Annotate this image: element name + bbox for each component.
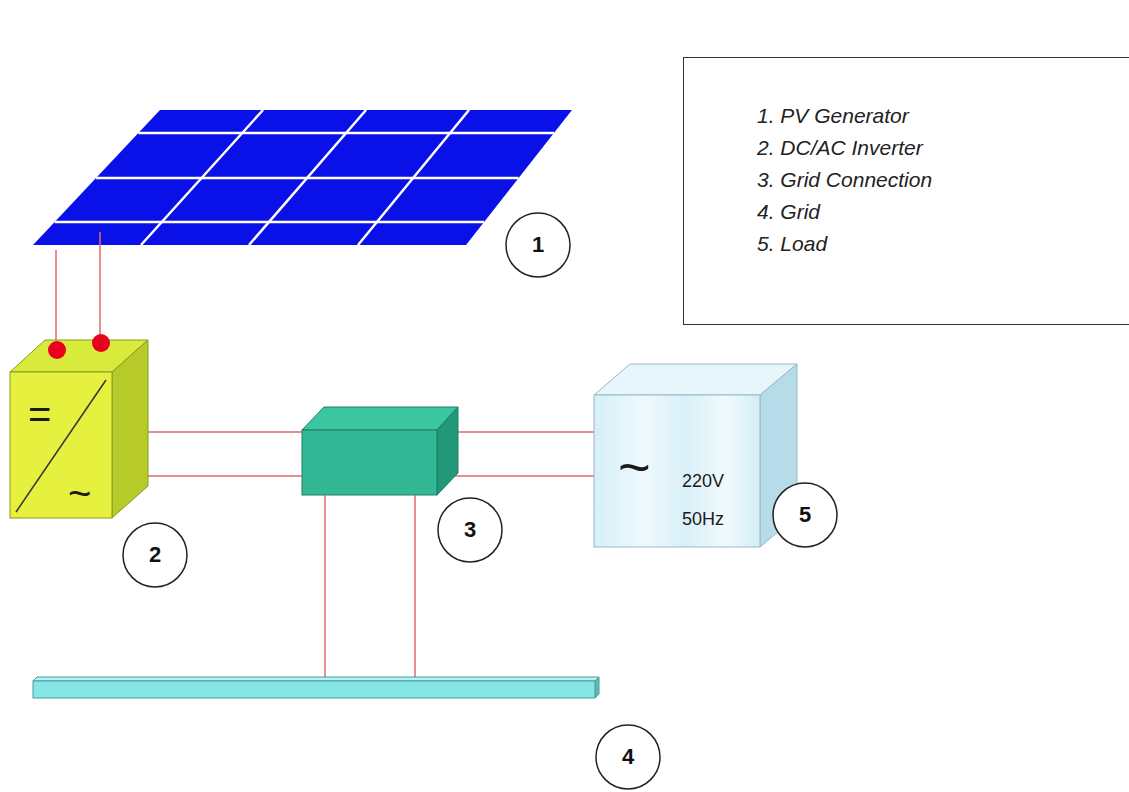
- ac-wire: [324, 495, 326, 678]
- legend-entry: 5. Load: [757, 231, 827, 256]
- bar-side: [595, 677, 599, 698]
- load-box: ~220V 50Hz: [594, 395, 760, 547]
- callout-circle: [773, 483, 837, 547]
- grid-bar: [33, 677, 599, 698]
- callout-circle: [438, 498, 502, 562]
- load-rating: 220V 50Hz: [682, 462, 724, 538]
- legend-entry: 3. Grid Connection: [757, 167, 932, 192]
- terminal-dot: [92, 334, 110, 352]
- callout-number: 4: [622, 746, 634, 768]
- inverter-symbol-diagonal: [16, 380, 106, 512]
- pv-wires: [56, 232, 100, 350]
- box-front: [302, 430, 437, 495]
- callout-number: 3: [464, 519, 476, 541]
- cube-front: [10, 372, 112, 518]
- grid-line: [358, 110, 469, 245]
- callout-circle: [596, 725, 660, 789]
- grid-wires: [325, 495, 415, 678]
- pv-panel: [33, 110, 572, 245]
- bar-top: [33, 677, 599, 681]
- legend-frame: [684, 58, 1129, 325]
- inverter-cube: [10, 340, 148, 518]
- grid-connection-box: [302, 407, 458, 495]
- callout-number: 2: [149, 544, 161, 566]
- dc-wire: [55, 250, 57, 350]
- ac-symbol: ~: [618, 439, 651, 495]
- ac-wire: [414, 495, 416, 678]
- legend-entry: 2. DC/AC Inverter: [757, 135, 923, 160]
- legend-entry: 1. PV Generator: [757, 103, 909, 128]
- cube-front: [594, 395, 760, 547]
- grid-line: [141, 110, 263, 245]
- panel-surface: [33, 110, 572, 245]
- dc-wire: [99, 232, 101, 343]
- panel-grid: [55, 110, 554, 245]
- box-side: [437, 407, 458, 495]
- dc-symbol: =: [28, 394, 51, 434]
- callout-number: 1: [532, 234, 544, 256]
- load-cube: [594, 364, 797, 547]
- callout-circle: [506, 213, 570, 277]
- callout-circle: [123, 523, 187, 587]
- inverter-box: =~: [10, 372, 112, 518]
- grid-line: [249, 110, 366, 245]
- callout-circles: [123, 213, 837, 789]
- box-top: [302, 407, 458, 430]
- callout-number: 5: [799, 504, 811, 526]
- ac-symbol: ~: [68, 473, 91, 513]
- cube-side: [112, 340, 148, 518]
- legend-entry: 4. Grid: [757, 199, 820, 224]
- bar-front: [33, 681, 595, 698]
- terminal-dot: [48, 341, 66, 359]
